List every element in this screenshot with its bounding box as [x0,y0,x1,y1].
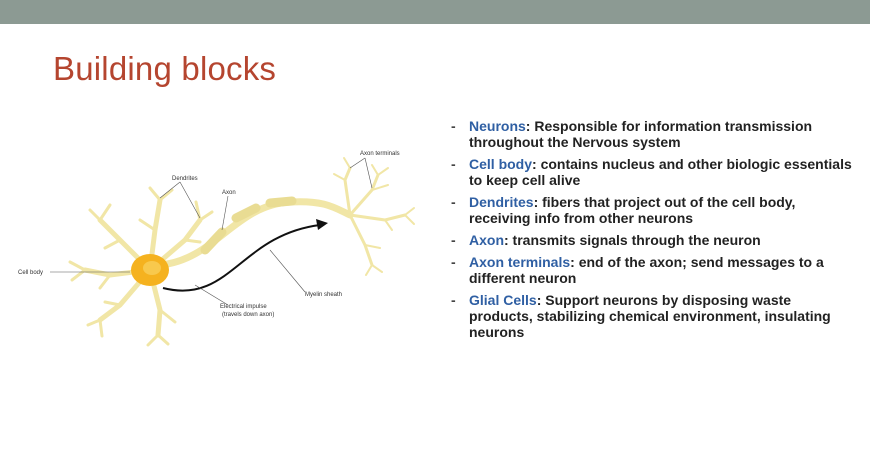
bullet-term: Cell body [469,156,533,172]
bullet-text: : Support neurons by disposing waste pro… [469,292,831,340]
bullet-text: : fibers that project out of the cell bo… [469,194,796,226]
bullet-term: Neurons [469,118,526,134]
bullet-list: -Neurons: Responsible for information tr… [447,118,857,346]
bullet-term: Glial Cells [469,292,537,308]
bullet-item: -Dendrites: fibers that project out of t… [451,194,796,226]
bullet-text: : contains nucleus and other biologic es… [469,156,852,188]
bullet-item: -Neurons: Responsible for information tr… [451,118,813,150]
impulse-arrow [162,224,321,292]
bullet-item: -Axon: transmits signals through the neu… [451,232,761,248]
bullet-item: -Glial Cells: Support neurons by disposi… [451,292,831,340]
label-cell-body: Cell body [18,270,43,276]
bullet-text: : transmits signals through the neuron [504,232,761,248]
label-axon-terminals: Axon terminals [360,151,400,157]
bullet-text: : Responsible for information transmissi… [469,118,813,150]
slide-title: Building blocks [53,50,277,87]
bullet-item: -Cell body: contains nucleus and other b… [451,156,852,188]
label-impulse-line2: (travels down axon) [222,312,274,318]
neuron-diagram: Dendrites Axon Axon terminals Cell body … [18,151,415,347]
bullet-item: -Axon terminals: end of the axon; send m… [451,254,824,286]
slide-top-bar [0,0,870,24]
bullet-term: Axon terminals [469,254,571,270]
label-dendrites: Dendrites [172,176,198,182]
label-myelin-sheath: Myelin sheath [305,292,342,298]
label-impulse-line1: Electrical impulse [220,304,267,310]
label-axon: Axon [222,190,236,196]
bullet-term: Dendrites [469,194,534,210]
bullet-text: : end of the axon; send messages to a di… [469,254,824,286]
bullet-term: Axon [469,232,504,248]
